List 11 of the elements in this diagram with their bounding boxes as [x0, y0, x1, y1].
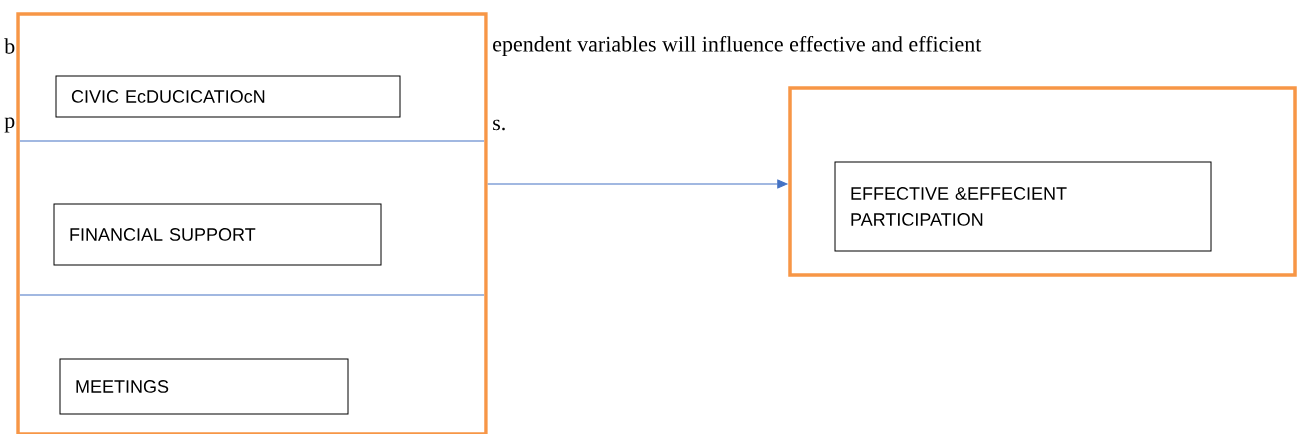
- panel: [788, 86, 1297, 277]
- panel: [16, 12, 488, 434]
- body-text: p: [4, 117, 15, 133]
- text-box: EFFECTIVE &EFFECIENT PARTICIPATION: [834, 161, 1212, 252]
- text-box: FINANCIAL SUPPORT: [53, 203, 382, 266]
- text-box: CIVIC EcDUCICATIOcN: [55, 75, 401, 118]
- body-text: ependent variables will influence effective and efficient: [493, 35, 982, 57]
- body-text: b: [4, 38, 15, 54]
- body-text: s.: [493, 119, 505, 131]
- text-box: MEETINGS: [59, 358, 349, 415]
- arrow: [487, 179, 788, 189]
